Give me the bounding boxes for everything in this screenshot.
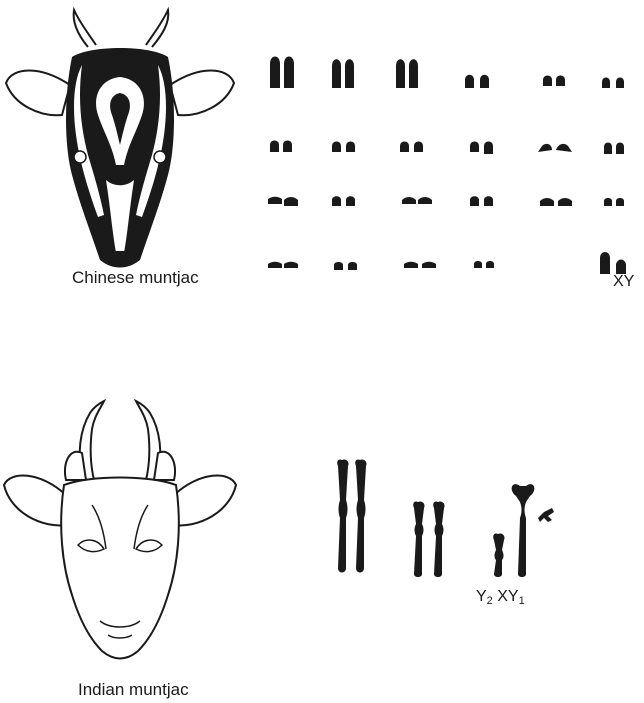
chromosome-pair-12 (604, 143, 624, 155)
chinese-muntjac-karyotype (260, 50, 644, 290)
indian-chromosome-y2 (493, 533, 504, 577)
indian-chromosome-pair-1 (337, 459, 366, 572)
xy1-subscript: 1 (519, 595, 525, 607)
indian-head-outline (61, 478, 179, 659)
chinese-muntjac-caption: Chinese muntjac (72, 268, 199, 288)
chinese-right-eye (154, 151, 166, 163)
indian-chromosome-y1 (538, 508, 554, 522)
chromosome-pair-7 (270, 141, 292, 153)
right-ear (170, 476, 236, 526)
indian-chromosome-pair-2 (413, 501, 444, 577)
chromosome-pair-20 (334, 262, 357, 270)
chromosome-pair-9 (400, 142, 423, 153)
chromosome-pair-5 (543, 76, 565, 87)
indian-chromosome-x (512, 484, 535, 577)
xy1-label: XY (497, 588, 518, 605)
chromosome-pair-15 (402, 197, 432, 204)
chinese-left-eye (74, 151, 86, 163)
chromosome-pair-10 (470, 142, 493, 155)
y2-subscript: 2 (487, 595, 493, 607)
indian-muntjac-head-illustration (0, 385, 240, 675)
chromosome-pair-19 (268, 262, 298, 268)
chromosome-pair-1 (270, 57, 294, 89)
chromosome-pair-8 (332, 142, 355, 153)
indian-sex-chromosome-label: Y2 XY1 (476, 588, 525, 607)
chromosome-pair-17 (540, 198, 572, 206)
indian-muntjac-karyotype (320, 450, 580, 585)
chromosome-pair-14 (332, 196, 355, 206)
chromosome-pair-21 (404, 262, 436, 268)
y2-label: Y (476, 588, 487, 605)
chromosome-pair-13 (268, 197, 298, 206)
chromosome-pair-2 (332, 59, 354, 88)
chromosome-sex-xy (600, 252, 626, 274)
chromosome-pair-6 (602, 78, 624, 89)
chinese-muntjac-head-illustration (0, 5, 240, 275)
indian-muntjac-caption: Indian muntjac (78, 680, 189, 700)
chinese-sex-chromosome-label: XY (613, 273, 634, 291)
chromosome-pair-22 (474, 261, 494, 268)
chromosome-pair-16 (470, 196, 493, 206)
chromosome-pair-11 (538, 144, 572, 152)
chromosome-pair-4 (465, 75, 489, 88)
chromosome-pair-3 (396, 59, 418, 88)
chromosome-pair-18 (604, 198, 624, 206)
left-ear (4, 476, 70, 526)
